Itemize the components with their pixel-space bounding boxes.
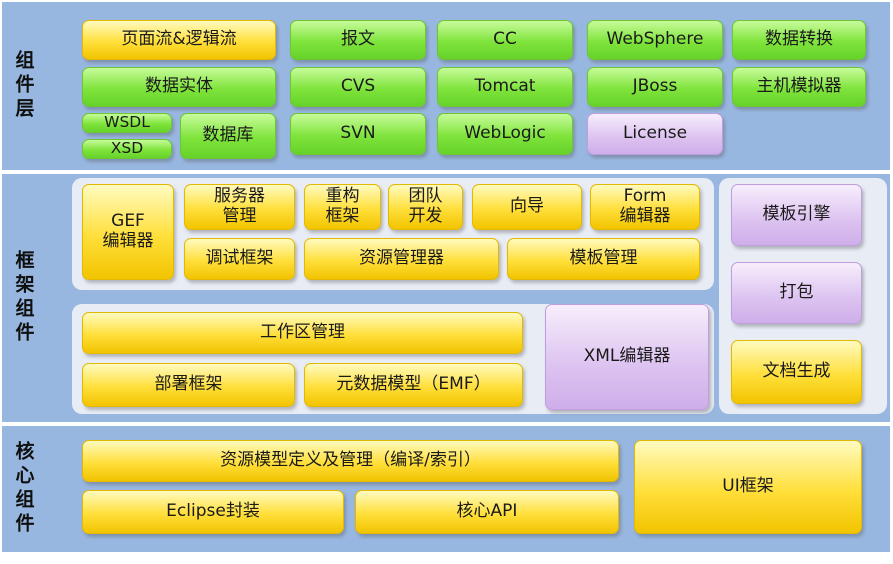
- gef-editor-box: GEF 编辑器: [82, 184, 174, 280]
- template-engine-box: 模板引擎: [731, 184, 862, 246]
- data-convert-box: 数据转换: [732, 20, 866, 60]
- tomcat-box: Tomcat: [437, 67, 573, 107]
- cvs-box: CVS: [290, 67, 426, 107]
- svn-box: SVN: [290, 113, 426, 155]
- ui-framework-box: UI框架: [634, 440, 862, 534]
- metadata-model-box: 元数据模型（EMF）: [304, 363, 523, 407]
- packaging-box: 打包: [731, 262, 862, 324]
- data-entity-box: 数据实体: [82, 67, 276, 107]
- xml-editor-box: XML编辑器: [545, 304, 709, 410]
- server-mgmt-box: 服务器 管理: [184, 184, 295, 230]
- component-layer-label: 组件层: [12, 50, 35, 122]
- jboss-box: JBoss: [587, 67, 723, 107]
- debug-framework-box: 调试框架: [184, 238, 295, 280]
- weblogic-box: WebLogic: [437, 113, 573, 155]
- wsdl-box: WSDL: [82, 113, 172, 133]
- xsd-box: XSD: [82, 139, 172, 159]
- page-flow-box: 页面流&逻辑流: [82, 20, 276, 60]
- framework-layer-label: 框架组件: [12, 250, 35, 346]
- refactor-box: 重构 框架: [304, 184, 381, 230]
- database-box: 数据库: [180, 113, 276, 159]
- team-dev-box: 团队 开发: [388, 184, 463, 230]
- core-api-box: 核心API: [355, 490, 619, 534]
- eclipse-wrap-box: Eclipse封装: [82, 490, 344, 534]
- message-box: 报文: [290, 20, 426, 60]
- doc-generation-box: 文档生成: [731, 340, 862, 404]
- form-editor-box: Form 编辑器: [590, 184, 700, 230]
- websphere-box: WebSphere: [587, 20, 723, 60]
- license-box: License: [587, 113, 723, 155]
- core-layer-label: 核心组件: [12, 441, 35, 537]
- host-simulator-box: 主机模拟器: [732, 67, 866, 107]
- template-mgmt-box: 模板管理: [507, 238, 700, 280]
- wizard-box: 向导: [472, 184, 582, 230]
- deploy-framework-box: 部署框架: [82, 363, 295, 407]
- workspace-mgmt-box: 工作区管理: [82, 312, 523, 354]
- cc-box: CC: [437, 20, 573, 60]
- resource-manager-box: 资源管理器: [304, 238, 499, 280]
- resource-model-box: 资源模型定义及管理（编译/索引）: [82, 440, 619, 482]
